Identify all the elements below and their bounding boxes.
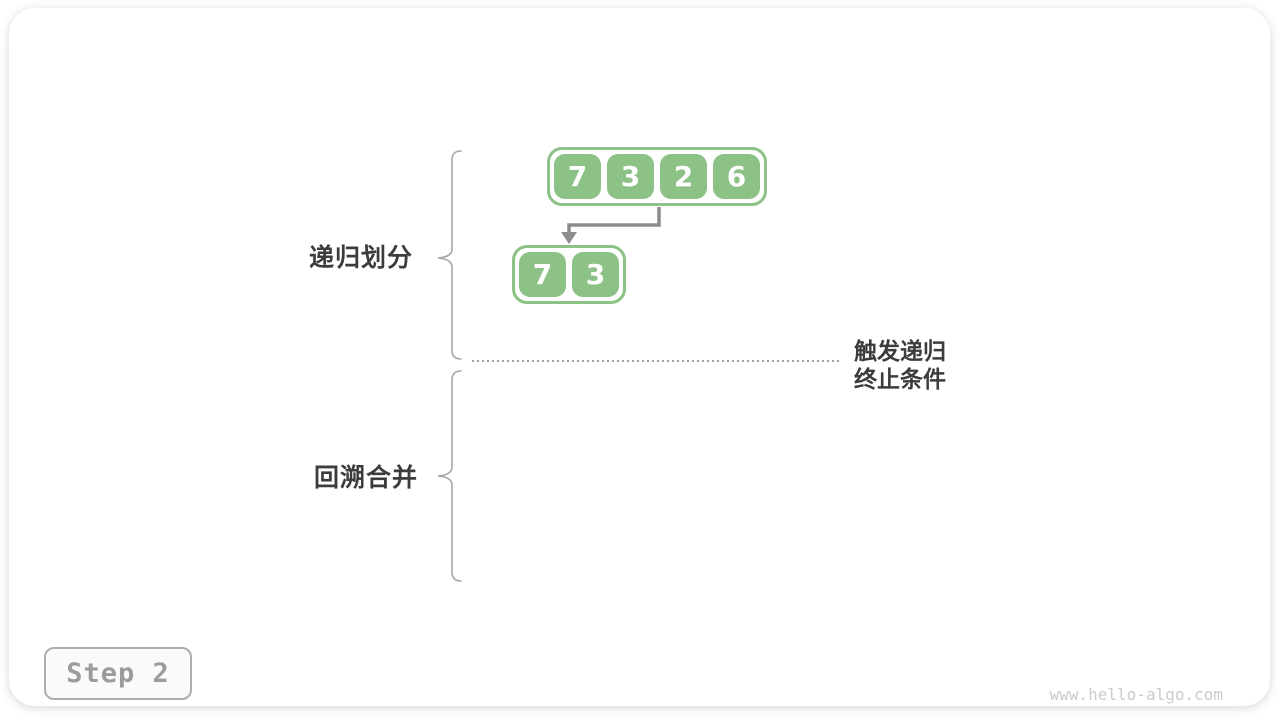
- recursion-termination-note: 触发递归 终止条件: [854, 337, 946, 393]
- divide-arrowhead-icon: [561, 232, 577, 244]
- connector-layer: [437, 150, 841, 582]
- array-cell: 7: [519, 252, 566, 297]
- watermark-url: www.hello-algo.com: [1049, 685, 1223, 704]
- array-cell: 2: [660, 154, 707, 199]
- recursion-note-line2: 终止条件: [854, 366, 946, 392]
- phase-label-merge: 回溯合并: [314, 464, 419, 492]
- recursion-note-line1: 触发递归: [854, 338, 946, 364]
- array-cell: 7: [554, 154, 601, 199]
- array-cell: 3: [572, 252, 619, 297]
- divide-arrow: [567, 207, 661, 233]
- step-badge: Step 2: [44, 647, 192, 700]
- array-level-2: 7 3: [512, 245, 626, 304]
- array-cell: 6: [713, 154, 760, 199]
- divide-phase-brace-icon: [437, 150, 462, 360]
- merge-phase-brace-icon: [437, 370, 462, 582]
- diagram-card: 递归划分 回溯合并 7 3 2 6 7 3 触发递归 终止条件 Step 2 w…: [9, 8, 1270, 706]
- array-level-1: 7 3 2 6: [547, 147, 767, 206]
- array-cell: 3: [607, 154, 654, 199]
- phase-label-divide: 递归划分: [309, 244, 414, 272]
